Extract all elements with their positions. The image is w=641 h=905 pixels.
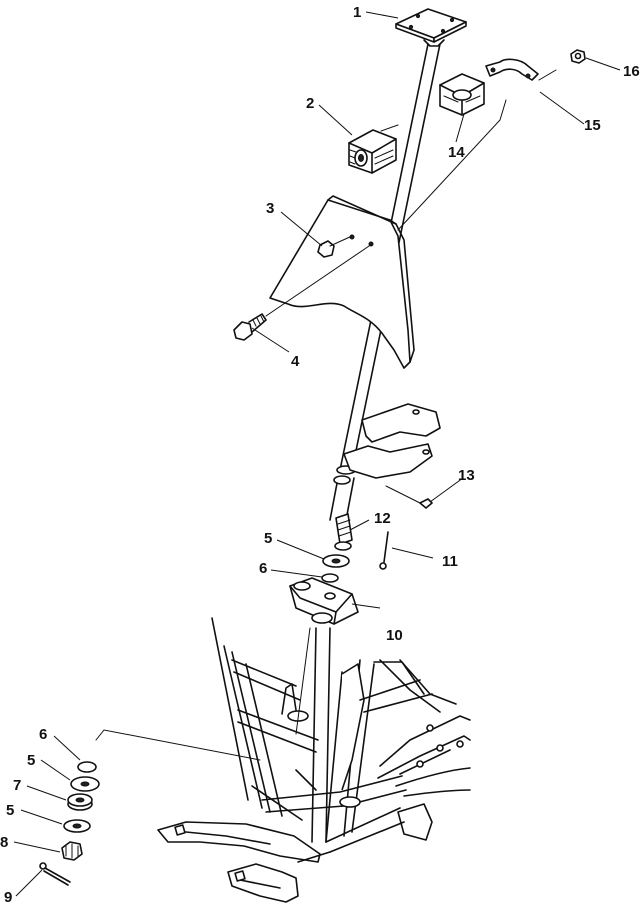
callout-1: 1 xyxy=(353,4,361,21)
callout-15: 15 xyxy=(584,117,601,134)
castle-nut-8 xyxy=(61,841,83,861)
cotter-pin-9 xyxy=(39,862,71,886)
callout-11: 11 xyxy=(442,553,458,570)
callout-16: 16 xyxy=(623,63,640,80)
bushing-7 xyxy=(67,793,93,811)
console-bracket xyxy=(269,195,415,369)
callout-6-lower: 6 xyxy=(39,726,47,743)
bolt-3 xyxy=(317,235,353,258)
callout-5-lower: 5 xyxy=(6,802,14,819)
callout-12: 12 xyxy=(374,510,391,527)
steering-bracket xyxy=(343,403,441,479)
washer-5-middle xyxy=(70,776,100,792)
callout-5-middle: 5 xyxy=(27,752,35,769)
callout-labels: 1 2 3 4 5 6 6 5 7 5 8 9 10 11 12 13 14 1… xyxy=(0,4,640,905)
pin-11 xyxy=(379,531,389,570)
bearing-block xyxy=(439,73,485,116)
strap-clamp xyxy=(485,58,539,81)
washer-5-lower xyxy=(63,819,91,833)
nut-16 xyxy=(570,49,586,64)
callout-14: 14 xyxy=(448,144,465,161)
upper-block xyxy=(348,129,397,174)
callout-8: 8 xyxy=(0,834,8,851)
oring-6-lower xyxy=(77,761,97,773)
lower-block-10 xyxy=(289,577,359,625)
coupler-12 xyxy=(334,513,353,551)
callout-7: 7 xyxy=(13,777,21,794)
callout-9: 9 xyxy=(4,889,12,905)
screw-13 xyxy=(385,485,433,509)
oring-6-upper xyxy=(321,573,339,583)
callout-10: 10 xyxy=(386,627,403,644)
callout-5-upper: 5 xyxy=(264,530,272,547)
callout-6-upper: 6 xyxy=(259,560,267,577)
callout-4: 4 xyxy=(291,353,300,370)
handlebar-plate xyxy=(395,8,467,47)
callout-2: 2 xyxy=(306,95,314,112)
callout-3: 3 xyxy=(266,200,274,217)
callout-13: 13 xyxy=(458,467,475,484)
leader-lines xyxy=(13,11,621,897)
bolt-4 xyxy=(233,243,373,341)
chassis-frame xyxy=(157,617,471,903)
